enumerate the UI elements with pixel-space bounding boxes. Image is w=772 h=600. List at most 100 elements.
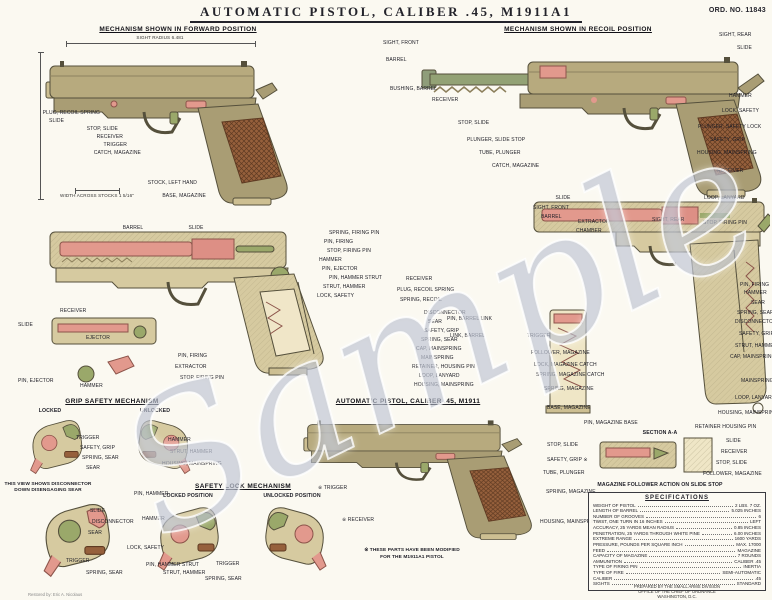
part-label: PIN, HAMMER STRUT [329, 275, 383, 281]
hammer-cocked [737, 73, 765, 96]
part-label: BASE, MAGAZINE [547, 405, 591, 411]
magazine-base [232, 197, 272, 206]
cutaway-recoil-figure [533, 198, 770, 414]
dimension-label: WIDTH ACROSS STOCKS 1 5/16" [60, 193, 134, 198]
part-label: MAINSPRING [741, 378, 772, 384]
spec-value: 0.85 INCHES [733, 525, 761, 530]
section-header: AUTOMATIC PISTOL, CALIBER .45, M1911 [335, 398, 481, 405]
stock-width-dimension [75, 188, 120, 194]
note-text: DOWN DISENGAGING SEAR [14, 488, 82, 493]
magazine-base [545, 405, 591, 414]
part-label: CAP, MAINSPRING [730, 354, 772, 360]
part-label: PIN, FIRING [324, 239, 354, 245]
hammer [501, 438, 523, 453]
part-label: SPRING, MAGAZINE [546, 489, 596, 495]
part-label: PIN, EJECTOR [18, 378, 54, 384]
part-label: HAMMER [319, 257, 342, 263]
spec-label: PRESSURE, POUNDS PER SQUARE INCH [593, 541, 683, 547]
part-label: SPRING, SEAR [737, 310, 772, 316]
firing-pin [235, 245, 275, 253]
spec-label: EXTREME RANGE [593, 536, 633, 542]
part-label: SPRING, RECOIL [400, 297, 442, 303]
spec-value: 2 LBS. 7 OZ. [734, 502, 761, 508]
part-label: TRIGGER [527, 333, 551, 339]
note-text: THIS VIEW SHOWS DISCONNECTOR [4, 482, 92, 487]
part-label: RECEIVER [406, 276, 433, 282]
spec-value: CALIBER .45 [734, 558, 761, 564]
magazine-follower [553, 313, 583, 324]
spec-value: MAX. 17000 [736, 541, 761, 547]
part-label: STRUT, HAMMER [323, 284, 366, 290]
part-label: PIN, HAMMER STRUT [146, 562, 200, 568]
hammer-strut [733, 249, 745, 353]
spec-value: .45 [754, 575, 761, 581]
part-label: BUSHING, BARREL [390, 86, 438, 92]
part-label: ※ RECEIVER [342, 517, 375, 523]
part-label: SPRING, SEAR [205, 576, 242, 582]
part-label: TRIGGER [216, 561, 240, 567]
part-label: BASE, MAGAZINE [162, 193, 206, 199]
part-label: SPRING, FIRING PIN [329, 230, 380, 236]
spec-value: 1600 YARDS [734, 536, 761, 542]
part-label: STOP, SLIDE [86, 126, 118, 132]
part-label: PIN, HAMMER [134, 491, 169, 497]
grip-safety-unlocked-figure [138, 420, 191, 475]
part-label: STRUT, HAMMER [170, 449, 213, 455]
spec-label: TYPE OF FIRING PIN [593, 564, 638, 570]
spec-leader-dots [640, 509, 730, 513]
part-label: LOOP, LANYARD [704, 195, 745, 201]
spec-label: WEIGHT OF PISTOL [593, 502, 636, 508]
poster-title: AUTOMATIC PISTOL, CALIBER .45, M1911A1 [189, 4, 582, 23]
spec-row: PENETRATION, 25 YARDS THROUGH WHITE PINE… [593, 531, 761, 537]
sub-label: UNLOCKED [139, 408, 171, 414]
part-label: LINK, BARREL [450, 333, 486, 339]
part-label: RECEIVER [721, 449, 748, 455]
part-label: SPRING, MAGAZINE CATCH [536, 372, 605, 378]
spec-leader-dots [676, 526, 732, 529]
recoil-position-figure [421, 57, 765, 198]
spec-value: 6 [758, 513, 761, 519]
spec-label: PENETRATION, 25 YARDS THROUGH WHITE PINE [593, 530, 700, 536]
part-label: SEAR [86, 465, 101, 471]
spec-leader-dots [701, 531, 732, 535]
part-label: SPRING, SEAR [82, 455, 119, 461]
spec-leader-dots [649, 554, 736, 558]
rear-sight [752, 198, 757, 203]
part-label: HOUSING, MAINSPRING [697, 150, 757, 156]
part-label: SIGHT, FRONT [383, 40, 419, 46]
spec-leader-dots [646, 514, 757, 518]
part-label: SEAR [751, 300, 766, 306]
part-label: STOCK, LEFT HAND [147, 180, 197, 186]
spec-value: 6.00 INCHES [733, 530, 761, 536]
spec-label: CAPACITY OF MAGAZINE [593, 553, 648, 559]
spec-row: PRESSURE, POUNDS PER SQUARE INCH MAX. 170… [593, 542, 761, 548]
spec-leader-dots [611, 582, 735, 586]
part-label: SAFETY, GRIP [739, 331, 772, 337]
part-label: PLUNGER, SLIDE STOP [467, 137, 526, 143]
spec-value: STANDARD [736, 581, 761, 587]
trigger [420, 462, 429, 473]
part-label: DISCONNECTOR [424, 310, 466, 316]
part-label: PIN, BARREL LINK [447, 316, 493, 322]
part-label: TRIGGER [76, 435, 100, 441]
part-label: SLIDE [49, 118, 64, 124]
part-label: EXTRACTOR [578, 219, 610, 225]
part-label: HAMMER [80, 383, 103, 389]
spec-value: MAGAZINE [737, 547, 761, 553]
part-label: RETAINER, HOUSING PIN [412, 364, 475, 370]
part-label: SLIDE [737, 45, 752, 51]
part-label: SLIDE [18, 322, 33, 328]
section-header: MECHANISM SHOWN IN RECOIL POSITION [504, 26, 652, 33]
spec-leader-dots [664, 520, 748, 524]
part-label: SEAR [88, 530, 103, 536]
part-label: TRIGGER [103, 142, 127, 148]
spec-value: INERTIA [743, 564, 761, 570]
hammer-cocked [757, 213, 770, 233]
trigger-guard [166, 281, 208, 307]
